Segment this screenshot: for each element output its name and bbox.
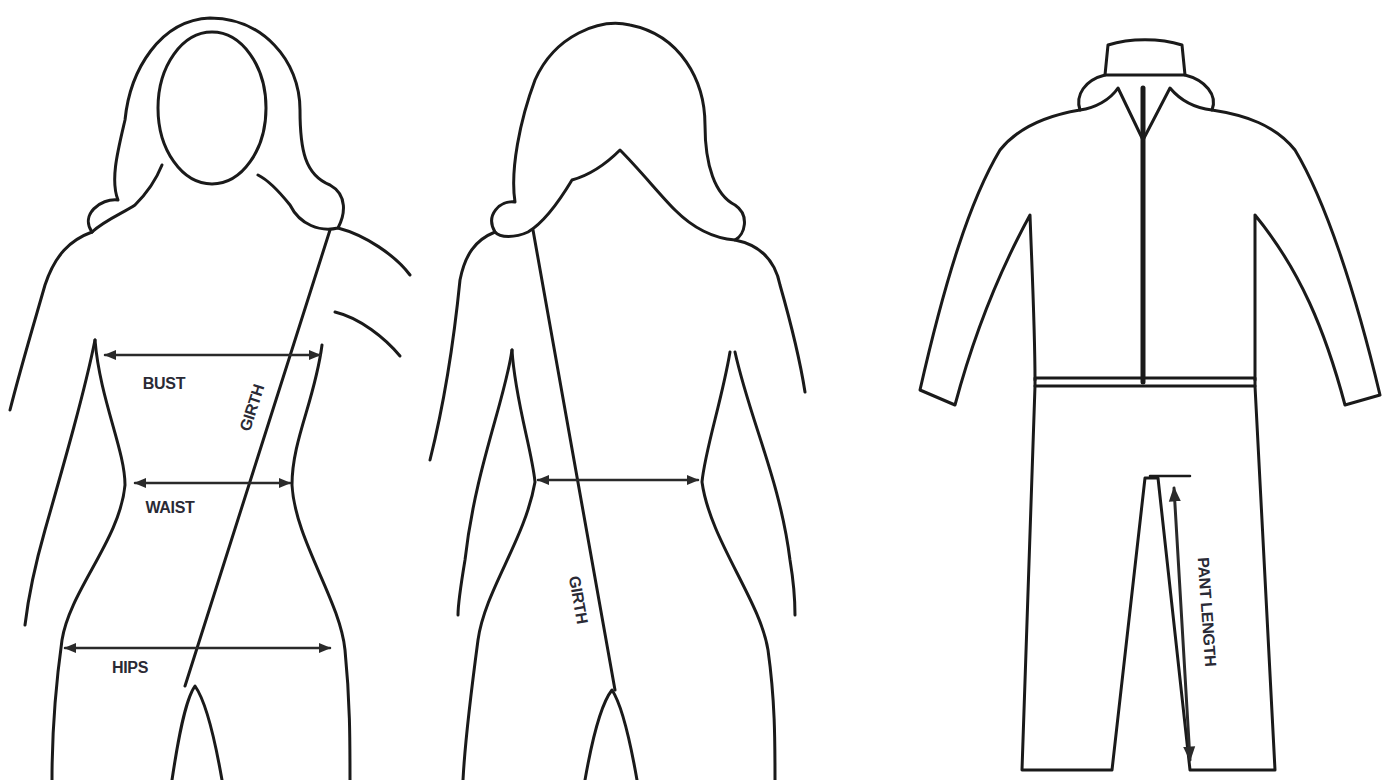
zipper <box>1141 88 1146 382</box>
pant-length-arrow <box>1174 488 1190 760</box>
girth-line <box>185 230 330 686</box>
left-arm-inner-back <box>458 350 512 615</box>
left-sleeve <box>920 110 1080 405</box>
measurement-label: WAIST <box>143 499 196 517</box>
torso-right <box>292 345 350 780</box>
girth-line-back <box>533 230 615 690</box>
pants <box>1022 386 1275 770</box>
right-sleeve <box>1212 110 1380 405</box>
measurement-label: GIRTH <box>565 573 591 628</box>
hair-back <box>492 23 745 240</box>
measurement-label: HIPS <box>110 659 150 677</box>
measurement-label: BUST <box>141 375 187 393</box>
pant-tick <box>1150 475 1190 478</box>
waist-arrow <box>135 482 290 485</box>
hair <box>88 18 343 232</box>
neck <box>1105 40 1185 75</box>
left-arm-back <box>430 232 495 460</box>
torso-left-back <box>463 350 535 780</box>
collar <box>1079 75 1214 140</box>
measurement-label: GIRTH <box>236 380 269 435</box>
bust-arrow <box>105 354 320 357</box>
right-arm <box>335 312 400 356</box>
hair <box>92 165 162 232</box>
leg-split-back <box>585 690 637 780</box>
right-shoulder <box>338 228 410 275</box>
torso-left <box>52 340 125 780</box>
right-arm-back <box>735 240 805 392</box>
measurement-label: PANT LENGTH <box>1194 555 1219 669</box>
head <box>158 32 266 184</box>
hips-arrow <box>65 647 330 650</box>
left-arm <box>10 232 92 410</box>
torso-right-back <box>702 352 775 780</box>
back-figure <box>430 23 805 780</box>
front-figure <box>10 18 410 780</box>
waist-arrow-back <box>538 479 698 482</box>
leg-split <box>172 686 222 780</box>
right-arm-inner-back <box>735 352 795 615</box>
suit-figure <box>920 40 1380 770</box>
